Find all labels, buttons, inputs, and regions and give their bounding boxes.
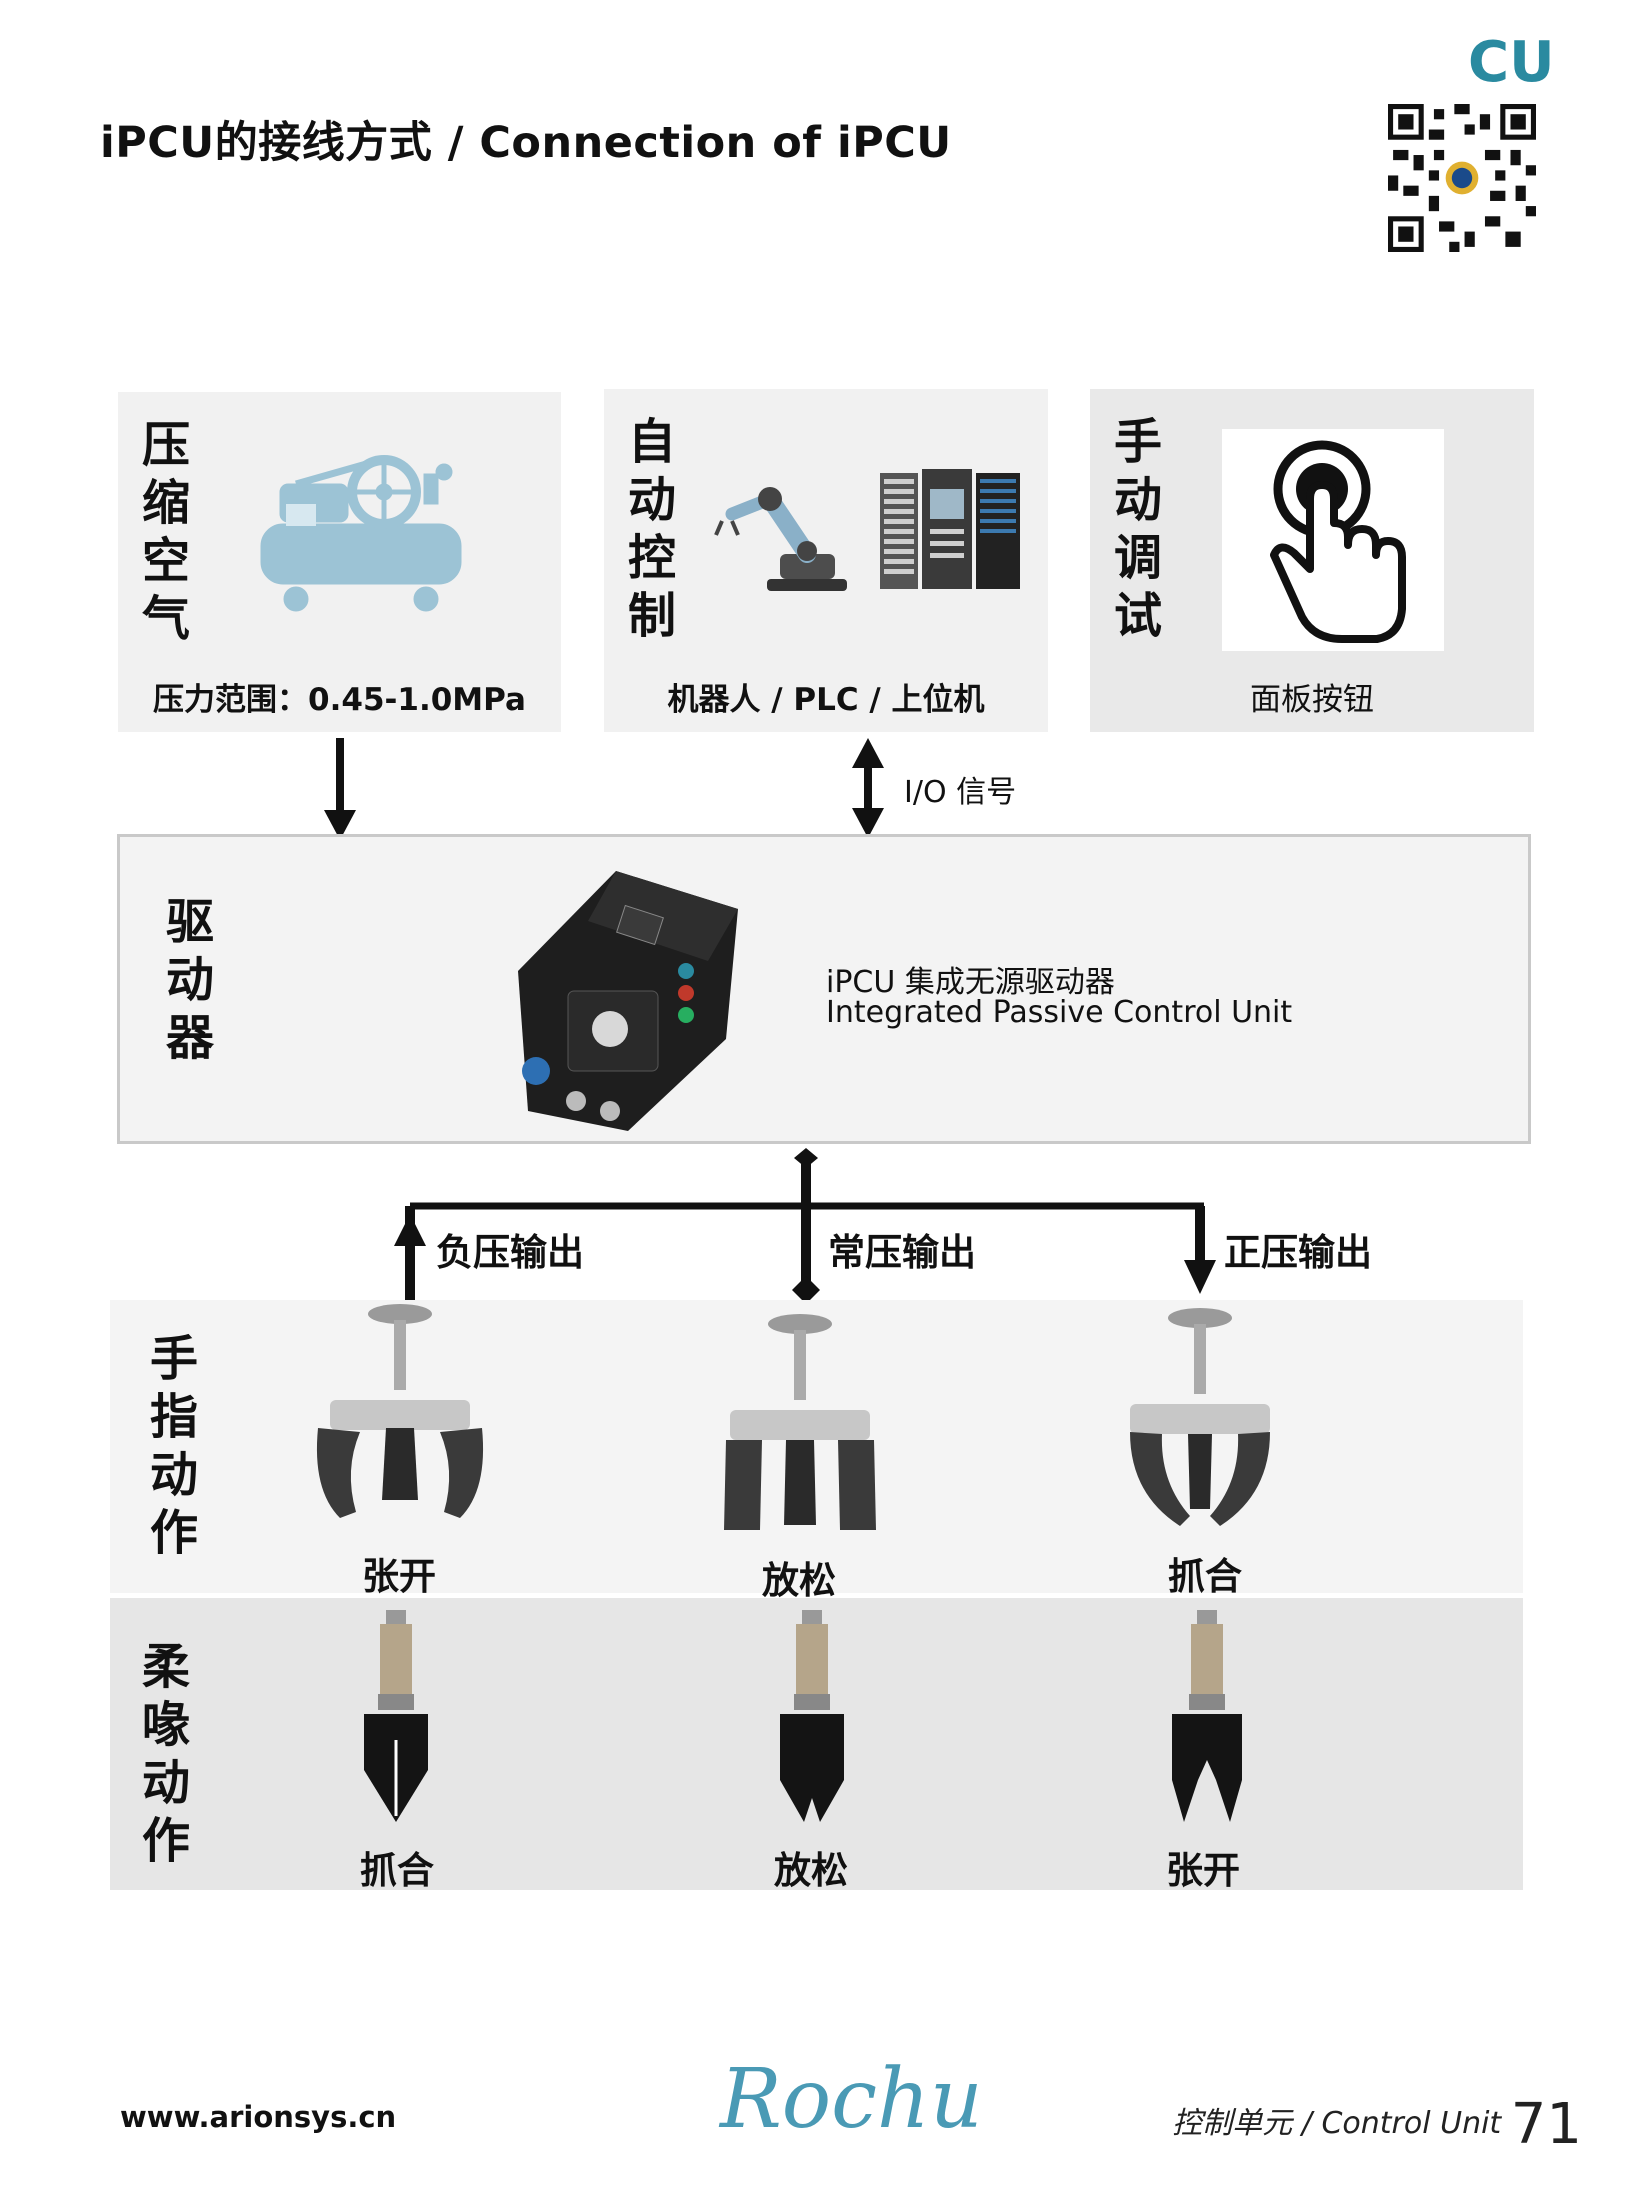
finger-press-icon bbox=[1270, 440, 1406, 643]
qr-code-icon[interactable] bbox=[1388, 104, 1536, 252]
ipcu-device-image bbox=[518, 871, 738, 1131]
gripper-relaxed-image bbox=[724, 1314, 876, 1530]
positive-output-label: 正压输出 bbox=[1224, 1231, 1372, 1274]
manual-caption: 面板按钮 bbox=[1250, 682, 1374, 718]
page-title: iPCU的接线方式 / Connection of iPCU bbox=[100, 118, 952, 168]
footer-website-link[interactable]: www.arionsys.cn bbox=[120, 2100, 397, 2134]
auto-control-panel: 自动 控制 机器人 / PLC / 上位机 bbox=[604, 389, 1048, 732]
auto-control-caption: 机器人 / PLC / 上位机 bbox=[667, 682, 985, 718]
finger-vertical-label: 手指 动作 bbox=[149, 1331, 198, 1561]
server-rack-icon bbox=[880, 469, 1020, 589]
air-compressor-icon bbox=[260, 455, 462, 612]
jaw-state-relax: 放松 bbox=[774, 1849, 848, 1892]
finger-state-grip: 抓合 bbox=[1168, 1555, 1242, 1598]
normal-output-label: 常压输出 bbox=[828, 1231, 976, 1274]
driver-vertical-label: 驱动器 bbox=[165, 894, 214, 1066]
manual-vertical-label: 手动 调试 bbox=[1113, 414, 1162, 644]
air-vertical-label: 压缩 空气 bbox=[141, 417, 190, 647]
finger-state-open: 张开 bbox=[362, 1555, 436, 1598]
robot-arm-icon bbox=[714, 487, 847, 591]
finger-state-relax: 放松 bbox=[762, 1559, 836, 1602]
jaw-state-grip: 抓合 bbox=[360, 1849, 434, 1892]
air-pressure-caption: 压力范围：0.45-1.0MPa bbox=[153, 682, 526, 718]
page-number: 71 bbox=[1510, 2092, 1582, 2157]
section-tag: CU bbox=[1468, 30, 1555, 95]
jaw-vertical-label: 柔喙 动作 bbox=[141, 1639, 190, 1869]
negative-output-label: 负压输出 bbox=[436, 1231, 584, 1274]
finger-press-icon-frame bbox=[1222, 429, 1444, 651]
driver-panel: 驱动器 iPCU 集成无源驱动器 Integrated Passive Cont… bbox=[117, 834, 1531, 1144]
jaw-relaxed-image bbox=[780, 1610, 844, 1822]
jaw-open-image bbox=[1172, 1610, 1242, 1822]
footer-page-info: 控制单元 / Control Unit 71 bbox=[1172, 2092, 1582, 2157]
jaw-state-open: 张开 bbox=[1166, 1849, 1240, 1892]
manual-debug-panel: 手动 调试 面板按钮 bbox=[1090, 389, 1534, 732]
gripper-open-image bbox=[316, 1304, 484, 1518]
compressed-air-panel: 压缩 空气 压力范围：0.45-1.0MPa bbox=[118, 392, 561, 732]
auto-vertical-label: 自动 控制 bbox=[627, 414, 676, 644]
gripper-grip-image bbox=[1130, 1308, 1270, 1526]
footer-section-label: 控制单元 / Control Unit bbox=[1172, 2106, 1502, 2141]
io-signal-label: I/O 信号 bbox=[904, 775, 1017, 810]
driver-name-en: Integrated Passive Control Unit bbox=[826, 995, 1293, 1030]
rochu-logo: Rochu bbox=[720, 2052, 983, 2147]
jaw-closed-image bbox=[364, 1610, 428, 1822]
driver-name-cn: iPCU 集成无源驱动器 bbox=[826, 965, 1115, 1000]
